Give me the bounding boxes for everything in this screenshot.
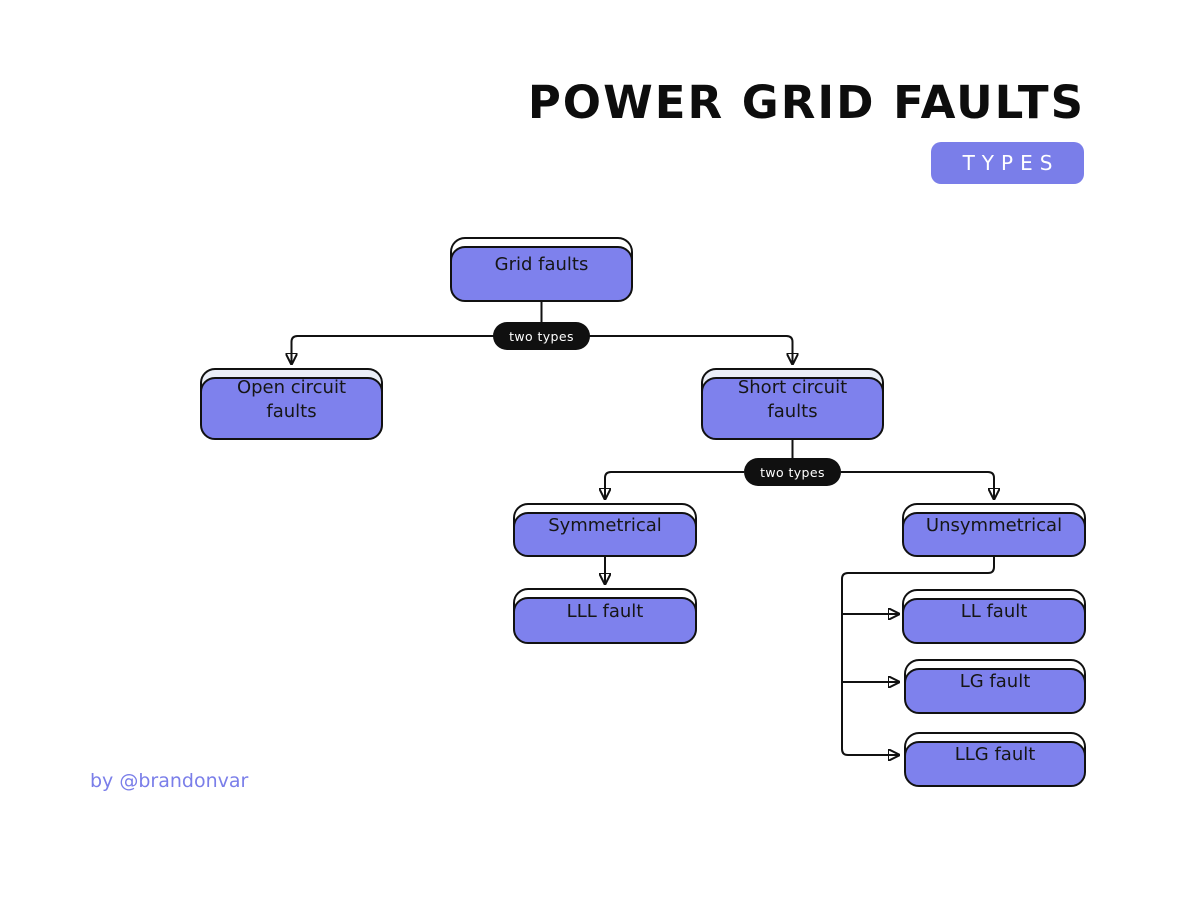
connector-split-to-symmetrical <box>605 471 744 499</box>
node-llg-fault: LLG fault <box>904 732 1086 778</box>
node-unsymmetrical: Unsymmetrical <box>902 503 1086 548</box>
page-title: POWER GRID FAULTS <box>527 76 1085 129</box>
node-grid-faults-label: Grid faults <box>494 254 589 275</box>
node-symmetrical: Symmetrical <box>513 503 697 548</box>
node-symmetrical-label: Symmetrical <box>548 514 662 536</box>
connector-split-to-unsymmetrical <box>841 471 994 499</box>
node-grid-faults: Grid faults <box>450 237 633 293</box>
node-lll-fault-label: LLL fault <box>566 600 644 622</box>
node-open-circuit-faults-label: Open circuit faults <box>236 376 347 422</box>
connector-split-to-short-circuit <box>589 335 793 364</box>
node-lg-fault: LG fault <box>904 659 1086 705</box>
node-unsymmetrical-label: Unsymmetrical <box>925 514 1063 536</box>
node-ll-fault: LL fault <box>902 589 1086 635</box>
types-badge: TYPES <box>931 142 1084 184</box>
node-llg-fault-label: LLG fault <box>954 744 1036 765</box>
node-lll-fault: LLL fault <box>513 588 697 635</box>
split-label-root: two types <box>493 322 590 350</box>
node-ll-fault-label: LL fault <box>960 601 1028 622</box>
connector-unsymmetrical-trunk <box>841 550 995 755</box>
node-short-circuit-faults-label: Short circuit faults <box>737 376 848 422</box>
node-lg-fault-label: LG fault <box>959 671 1031 692</box>
connector-split-to-open-circuit <box>292 335 494 364</box>
node-short-circuit-faults: Short circuit faults <box>701 368 884 431</box>
node-open-circuit-faults: Open circuit faults <box>200 368 383 431</box>
credit: by @brandonvar <box>90 770 249 792</box>
split-label-short-circuit: two types <box>744 458 841 486</box>
